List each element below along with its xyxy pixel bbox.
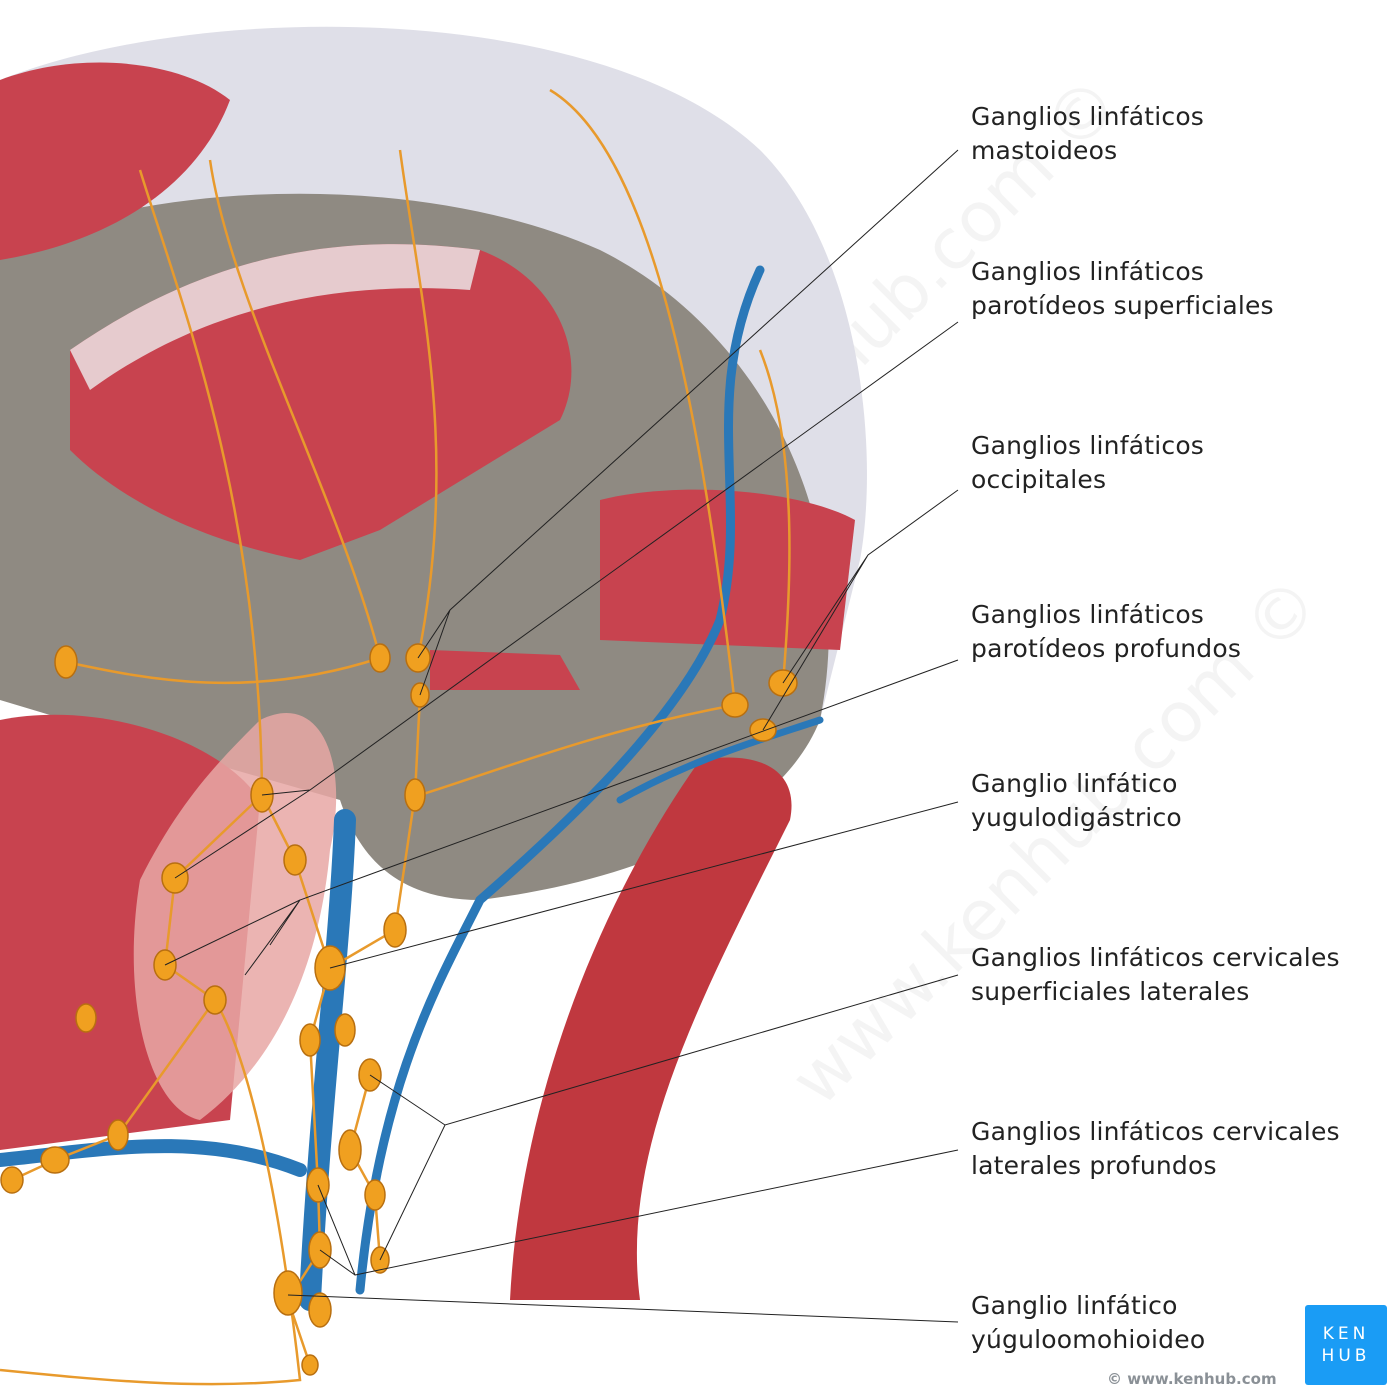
label-line: yúguloomohioideo: [971, 1325, 1206, 1354]
label-line: Ganglios linfáticos: [971, 102, 1205, 131]
label-line: Ganglios linfáticos: [971, 257, 1205, 286]
logo-text: HUB: [1321, 1346, 1371, 1366]
leader-lines: [164, 149, 959, 1323]
label-line: mastoideos: [971, 136, 1118, 165]
label-occipital-nodes: Ganglios linfáticos occipitales: [971, 429, 1204, 497]
parotid-gland: [133, 712, 337, 1120]
leader-yuguloomohioideo: [287, 1294, 959, 1323]
temporalis-tendon: [70, 244, 480, 390]
label-line: laterales profundos: [971, 1151, 1217, 1180]
label-line: Ganglios linfáticos cervicales: [971, 943, 1340, 972]
facial-vein: [0, 1139, 307, 1177]
label-line: parotídeos profundos: [971, 634, 1242, 663]
leader-parotideos-superficiales: [174, 321, 959, 879]
label-deep-parotid-nodes: Ganglios linfáticos parotídeos profundos: [971, 598, 1241, 666]
leader-yugulodigastrico: [329, 801, 959, 969]
label-deep-lateral-cervical-nodes: Ganglios linfáticos cervicales laterales …: [971, 1115, 1340, 1183]
label-line: occipitales: [971, 465, 1107, 494]
label-line: Ganglios linfáticos: [971, 600, 1205, 629]
logo-text: KEN: [1322, 1324, 1370, 1344]
leader-superficiales-laterales: [369, 974, 959, 1261]
label-line: Ganglio linfático: [971, 1291, 1178, 1320]
copyright-text: © www.kenhub.com: [1107, 1370, 1277, 1388]
sternocleidomastoid-muscle: [510, 757, 792, 1300]
internal-jugular-vein: [299, 809, 356, 1311]
label-line: Ganglios linfáticos: [971, 431, 1205, 460]
occipital-vein: [616, 716, 824, 804]
external-jugular-vein: [355, 265, 765, 1295]
lymph-nodes: [0, 643, 798, 1376]
label-jugulodigastric-node: Ganglio linfático yugulodigástrico: [971, 767, 1182, 835]
veins: [0, 265, 824, 1311]
leader-mastoideos: [417, 149, 959, 696]
label-superficial-lateral-cervical-nodes: Ganglios linfáticos cervicales superficia…: [971, 941, 1340, 1009]
occipitalis-muscle: [0, 62, 230, 260]
label-juguloomohyoid-node: Ganglio linfático yúguloomohioideo: [971, 1289, 1205, 1357]
label-line: yugulodigástrico: [971, 803, 1182, 832]
muscle-small: [430, 650, 580, 690]
leader-laterales-profundos: [317, 1149, 959, 1276]
label-line: Ganglio linfático: [971, 769, 1178, 798]
label-line: parotídeos superficiales: [971, 291, 1274, 320]
leader-parotideos-profundos: [164, 659, 959, 976]
label-line: Ganglios linfáticos cervicales: [971, 1117, 1340, 1146]
label-superficial-parotid-nodes: Ganglios linfáticos parotídeos superficia…: [971, 255, 1274, 323]
leader-occipitales: [762, 489, 959, 731]
label-mastoid-nodes: Ganglios linfáticos mastoideos: [971, 100, 1204, 168]
label-line: superficiales laterales: [971, 977, 1250, 1006]
